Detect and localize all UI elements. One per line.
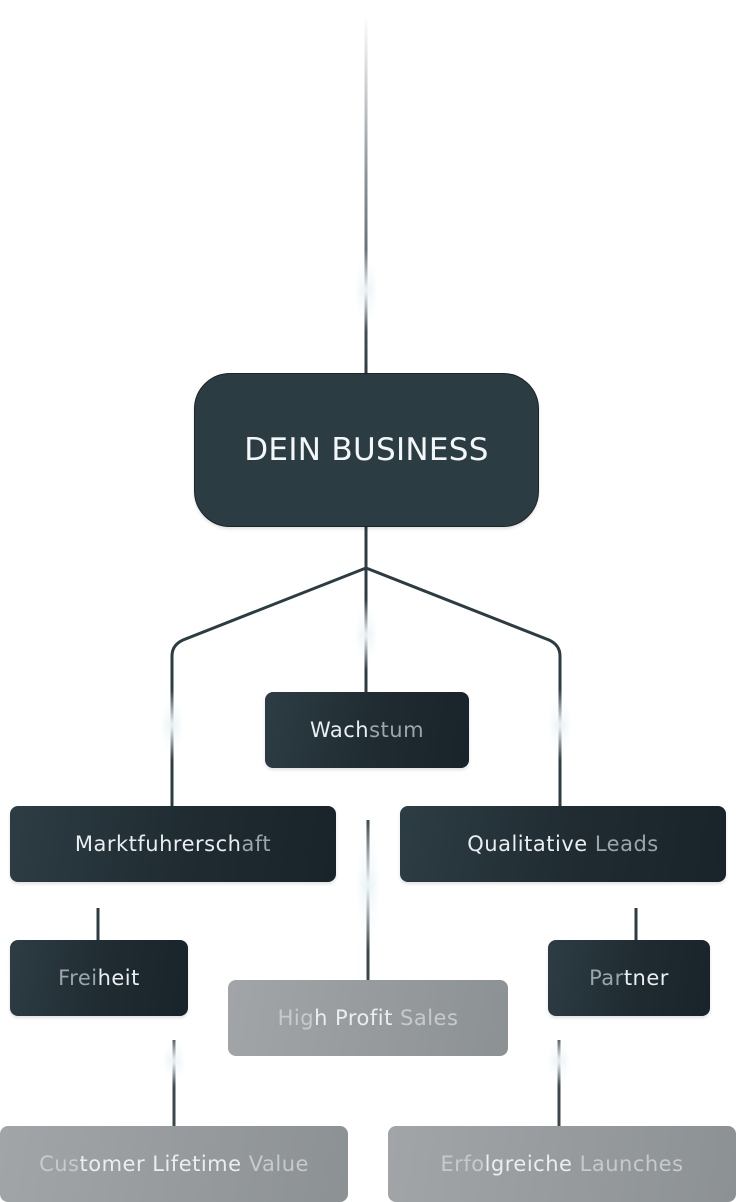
node-erfolgreiche-launches-label-a: Erfo [440, 1152, 485, 1176]
glow-top [358, 250, 374, 330]
node-wachstum-label-b: stum [369, 718, 425, 742]
node-erfolgreiche-launches-label-b: lgreiche [484, 1152, 580, 1176]
node-partner-label-a: Par [589, 966, 624, 990]
node-partner-label-b: tner [623, 966, 669, 990]
node-dein-business: DEIN BUSINESS [194, 373, 539, 527]
glow-center [358, 600, 374, 670]
node-erfolgreiche-launches-label-c: Launches [579, 1152, 684, 1176]
node-marktfuhrerschaft-label-a: Marktfuhrersch [74, 832, 242, 856]
node-freiheit-label-a: Frei [58, 966, 98, 990]
node-high-profit-sales-label-b: h Profit [314, 1006, 400, 1030]
glow-lower-right [551, 1036, 567, 1086]
node-freiheit-label-b: heit [97, 966, 140, 990]
node-dein-business-label: DEIN BUSINESS [244, 432, 489, 468]
node-customer-lifetime-value-label-c: Value [248, 1152, 309, 1176]
node-qualitative-leads-label-b: Leads [594, 832, 659, 856]
node-qualitative-leads: Qualitative Leads [400, 806, 726, 882]
node-qualitative-leads-label-a: Qualitative [467, 832, 595, 856]
glow-lower-left [166, 1036, 182, 1086]
node-wachstum-label-a: Wach [309, 718, 370, 742]
node-customer-lifetime-value-label-a: Cus [39, 1152, 80, 1176]
node-marktfuhrerschaft-label-b: aft [241, 832, 272, 856]
glow-right [552, 690, 568, 760]
connector-top [364, 15, 368, 373]
glow-middle [360, 820, 376, 950]
node-customer-lifetime-value-label-b: tomer Lifetime [79, 1152, 249, 1176]
glow-left [164, 690, 180, 760]
node-high-profit-sales-label-c: Sales [400, 1006, 459, 1030]
node-high-profit-sales-label-a: Hig [277, 1006, 315, 1030]
